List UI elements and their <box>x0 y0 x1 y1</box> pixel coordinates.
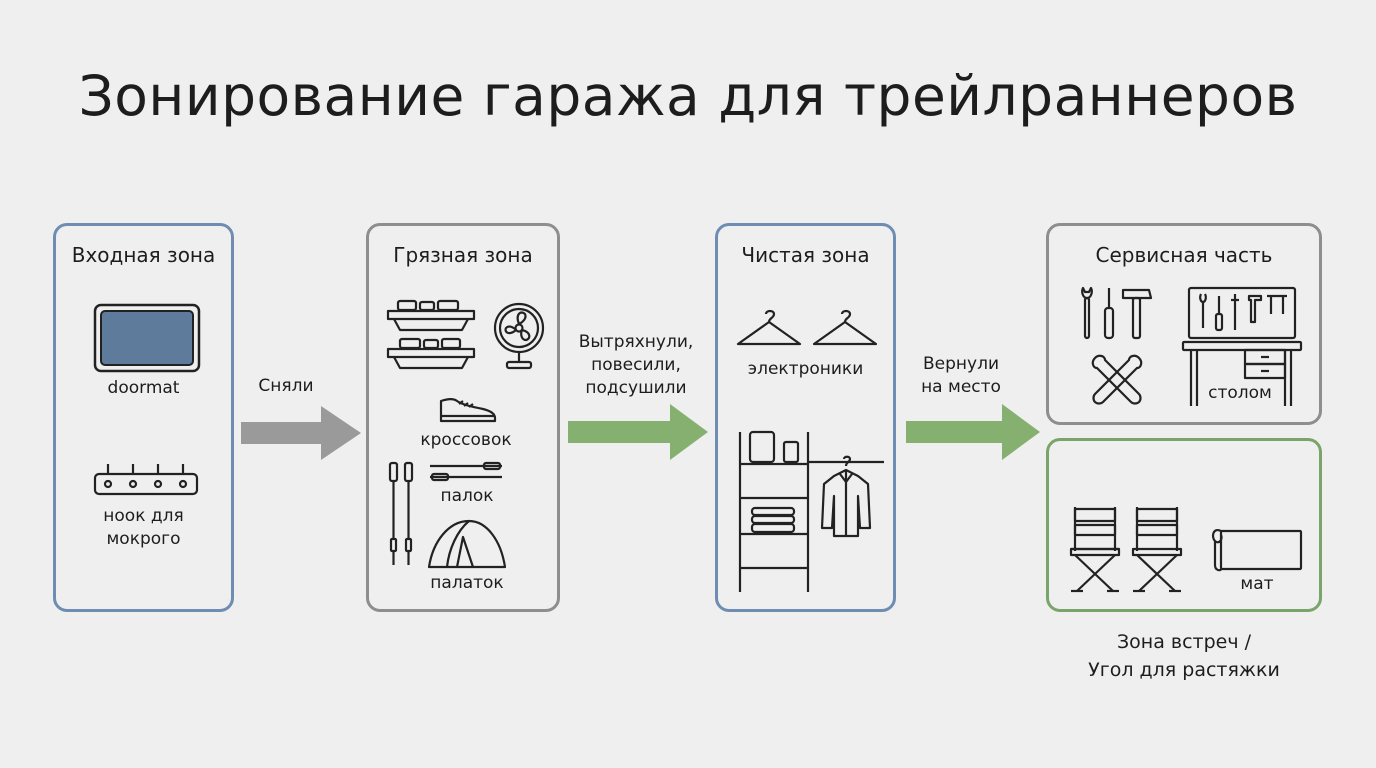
director-chair-icon <box>1131 505 1183 593</box>
desk-label: столом <box>1208 383 1272 403</box>
arrow3-label-line2: на место <box>921 377 1001 397</box>
hook-rack-icon <box>93 462 199 498</box>
mat-label: мат <box>1240 574 1274 594</box>
arrow1-label: Сняли <box>258 376 314 396</box>
trekking-poles-icon <box>428 462 504 482</box>
service-zone-title: Сервисная часть <box>1095 243 1273 267</box>
tents-label: палаток <box>430 573 504 593</box>
workbench-icon <box>1181 286 1303 410</box>
sneaker-icon <box>437 395 497 425</box>
arrow-right-icon <box>241 406 361 460</box>
rolled-mat-icon <box>1209 523 1305 573</box>
dirty-zone-title: Грязная зона <box>393 243 533 267</box>
arrow2-label-line1: Вытряхнули, <box>578 332 694 352</box>
doormat-label: doormat <box>107 378 180 398</box>
sneakers-label: кроссовок <box>420 430 512 450</box>
jacket-icon <box>808 456 884 540</box>
hooks-label-line2: мокрого <box>106 529 181 549</box>
fan-icon <box>491 302 547 370</box>
meeting-zone: мат <box>1046 438 1322 612</box>
wrenches-icon <box>1087 352 1147 408</box>
clean-zone-title: Чистая зона <box>741 243 870 267</box>
tools-icon <box>1079 286 1155 342</box>
hooks-label-line1: ноок для <box>103 506 184 526</box>
clean-zone: Чистая зона электроники <box>715 223 896 612</box>
hanger-icon <box>812 308 878 348</box>
arrow-right-icon <box>568 404 708 460</box>
doormat-icon <box>93 303 201 373</box>
page-title: Зонирование гаража для трейлраннеров <box>78 64 1298 128</box>
trays-icon <box>386 299 476 371</box>
meeting-zone-caption-line1: Зона встреч / <box>1116 631 1252 653</box>
service-zone: Сервисная часть <box>1046 223 1322 425</box>
arrow2-label-line2: повесили, <box>591 355 681 375</box>
arrow2-label-line3: подсушили <box>585 378 687 398</box>
entry-zone-title: Входная зона <box>71 243 216 267</box>
meeting-zone-caption-line2: Угол для растяжки <box>1088 659 1280 681</box>
hangers-label: электроники <box>747 359 864 379</box>
hanger-icon <box>736 308 802 348</box>
tent-icon <box>427 517 507 569</box>
dirty-zone: Грязная зона <box>366 223 560 612</box>
arrow-right-icon <box>906 404 1040 460</box>
poles-label: палок <box>440 486 494 506</box>
shelving-icon <box>736 428 812 594</box>
entry-zone: Входная зона doormat ноок для мокрого <box>53 223 234 612</box>
arrow3-label-line1: Вернули <box>922 354 999 374</box>
trekking-poles-icon <box>387 461 415 567</box>
director-chair-icon <box>1069 505 1121 593</box>
